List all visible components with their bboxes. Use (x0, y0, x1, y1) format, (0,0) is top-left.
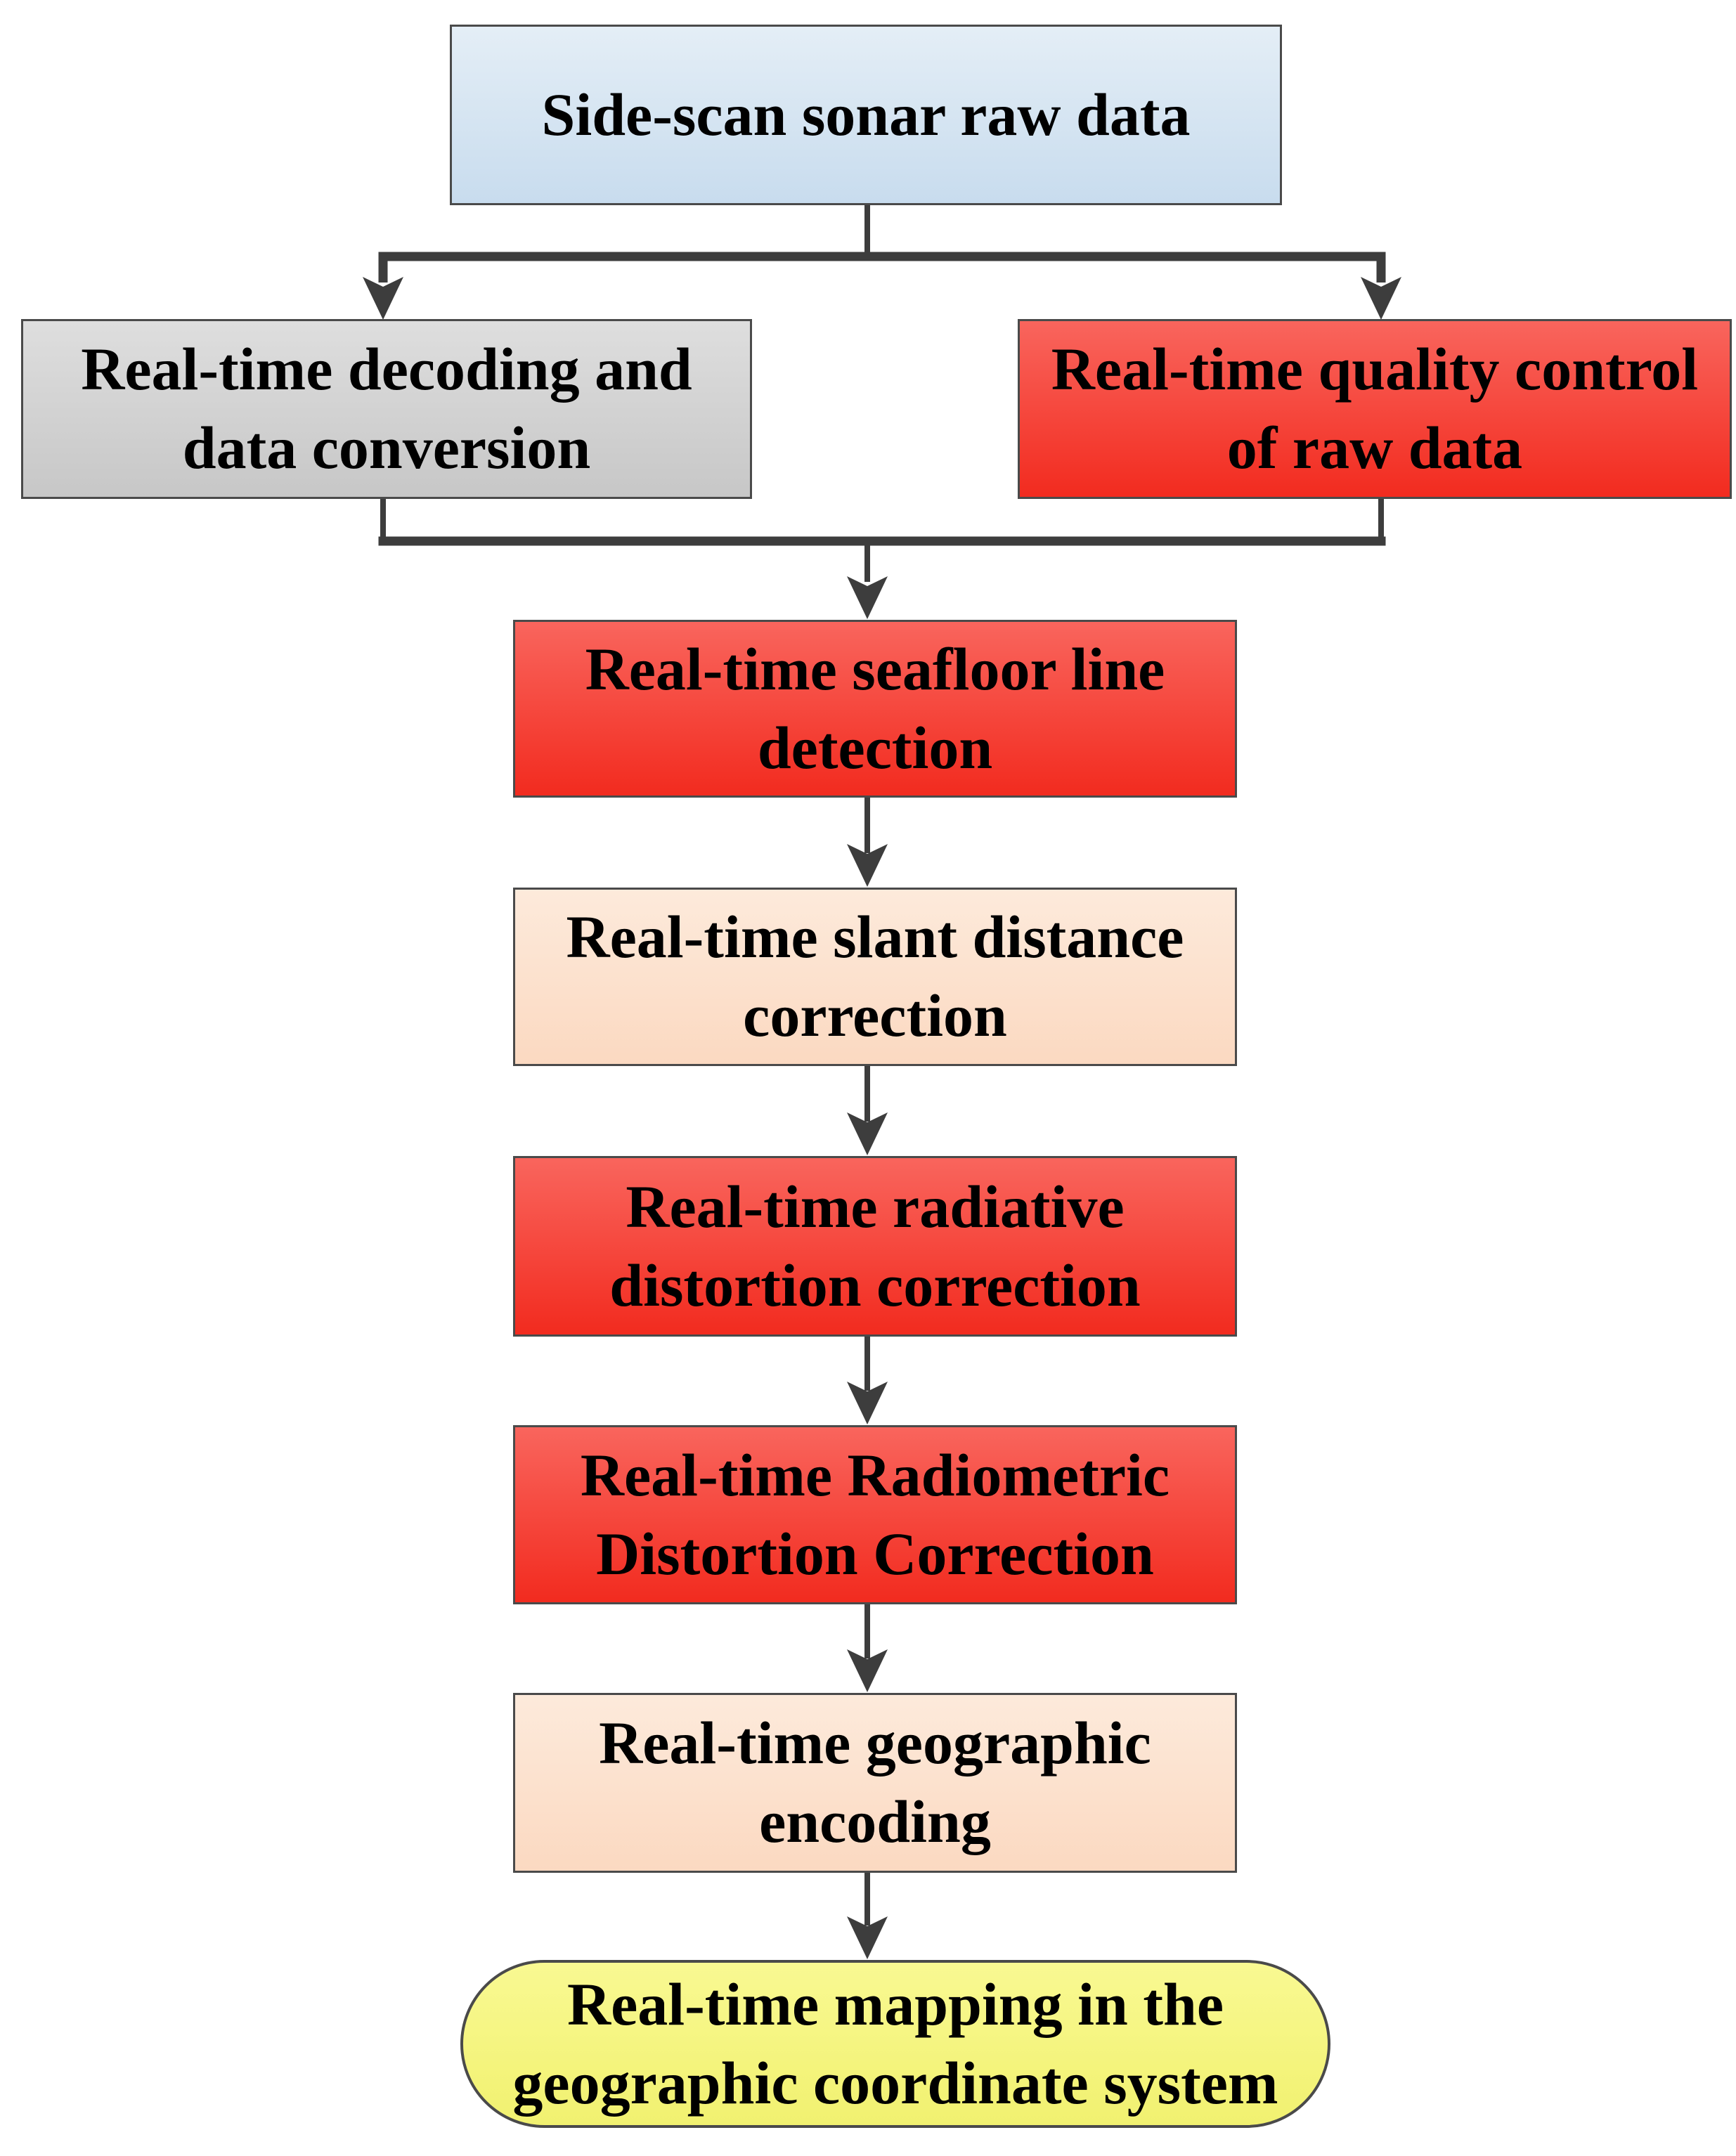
arrowhead-to-mapping (847, 1916, 888, 1959)
node-real-time-decoding-data-conversion: Real-time decoding and data conversion (21, 319, 752, 499)
connector-geographic-to-mapping (847, 1873, 888, 1959)
node-label: Real-time Radiometric Distortion Correct… (580, 1441, 1170, 1587)
node-real-time-radiometric-distortion: Real-time Radiometric Distortion Correct… (513, 1425, 1237, 1604)
arrowhead-to-seafloor (847, 576, 888, 619)
node-real-time-seafloor-line-detection: Real-time seafloor line detection (513, 620, 1237, 798)
connector-radiative-to-radiometric (847, 1337, 888, 1424)
arrowhead-to-radiative (847, 1112, 888, 1155)
connector-merge-branch (378, 498, 1386, 619)
node-real-time-geographic-encoding: Real-time geographic encoding (513, 1693, 1237, 1873)
connector-split-branch (363, 204, 1401, 320)
node-side-scan-sonar-raw-data: Side-scan sonar raw data (450, 25, 1282, 205)
node-label: Real-time slant distance correction (566, 903, 1184, 1049)
node-real-time-slant-distance-correction: Real-time slant distance correction (513, 888, 1237, 1066)
node-real-time-radiative-distortion: Real-time radiative distortion correctio… (513, 1156, 1237, 1337)
arrowhead-to-decoding (363, 277, 403, 320)
arrowhead-to-quality-control (1361, 277, 1401, 320)
node-real-time-quality-control: Real-time quality control of raw data (1018, 319, 1732, 499)
node-label: Side-scan sonar raw data (541, 80, 1191, 148)
node-label: Real-time geographic encoding (599, 1709, 1151, 1855)
arrowhead-to-slant (847, 844, 888, 887)
node-label: Real-time mapping in the geographic coor… (512, 1970, 1278, 2117)
node-label: Real-time radiative distortion correctio… (609, 1172, 1141, 1319)
node-real-time-mapping: Real-time mapping in the geographic coor… (460, 1960, 1330, 2128)
connector-slant-to-radiative (847, 1066, 888, 1155)
node-label: Real-time seafloor line detection (585, 635, 1165, 781)
connector-seafloor-to-slant (847, 798, 888, 887)
connector-radiometric-to-geographic (847, 1604, 888, 1692)
arrowhead-to-radiometric (847, 1382, 888, 1424)
arrowhead-to-geographic (847, 1649, 888, 1692)
node-label: Real-time quality control of raw data (1051, 335, 1699, 481)
node-label: Real-time decoding and data conversion (81, 335, 692, 481)
